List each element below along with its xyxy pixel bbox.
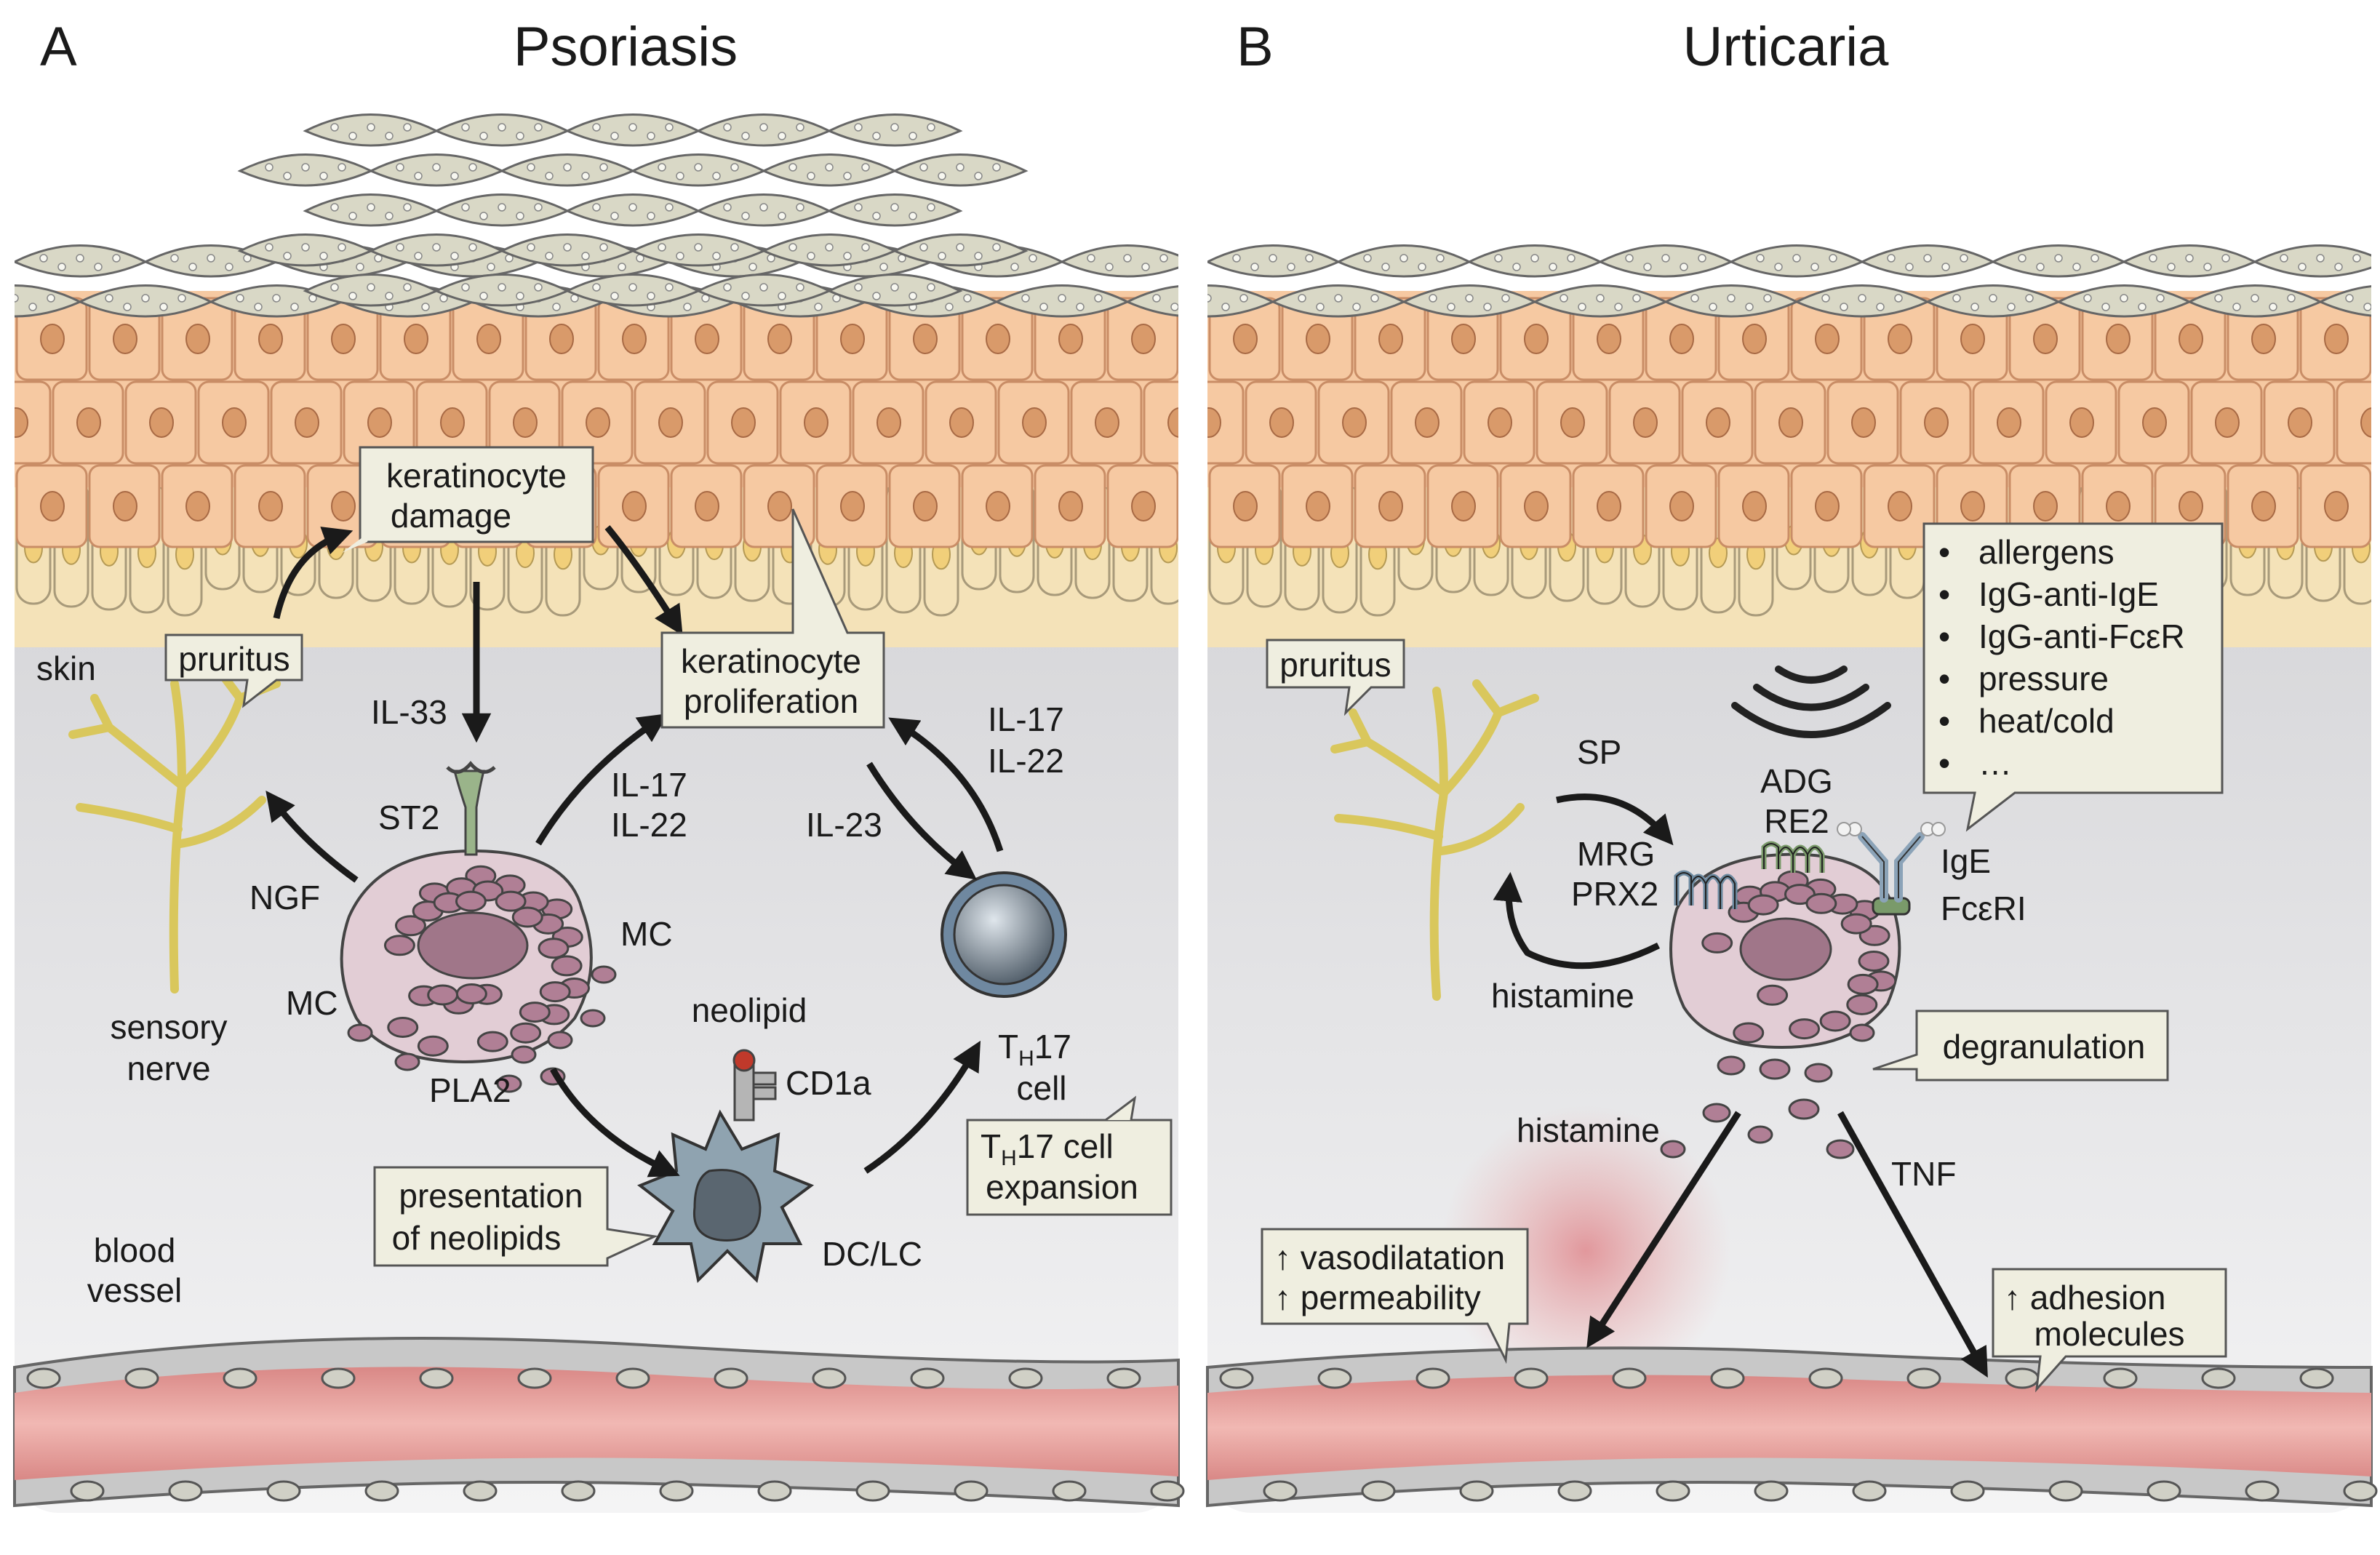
label-fceri: FcεRI [1941,890,2026,927]
label-blood: blood [94,1231,176,1269]
svg-text:↑ adhesion: ↑ adhesion [2004,1279,2166,1316]
svg-text:pruritus: pruritus [1279,646,1391,684]
label-il22-a: IL-22 [611,806,687,844]
svg-text:molecules: molecules [2034,1315,2184,1353]
label-sp: SP [1577,733,1621,771]
label-histamine: histamine [1517,1111,1660,1149]
label-mrg: MRG [1577,835,1655,873]
label-histamine-left: histamine [1491,977,1634,1015]
panel-a-letter: A [40,16,77,78]
label-il23: IL-23 [806,806,882,844]
svg-text:keratinocyte: keratinocyte [681,642,861,680]
label-mc-left: MC [286,984,338,1022]
label-neolipid: neolipid [692,991,807,1029]
svg-text:↑ permeability: ↑ permeability [1274,1279,1481,1316]
th17-cell-a [941,871,1067,998]
svg-text:presentation: presentation [399,1177,583,1215]
label-il22-b: IL-22 [988,742,1064,780]
label-cd1a: CD1a [786,1064,871,1102]
panel-b-letter: B [1237,16,1274,78]
stimulus-waves [1731,665,1891,738]
trigger-bullet: • [1938,575,1950,613]
label-il17-a: IL-17 [611,766,687,804]
svg-text:pruritus: pruritus [178,640,289,678]
panel-a-title: Psoriasis [514,16,738,78]
label-pla2: PLA2 [429,1071,511,1109]
blood-vessel-a [13,1337,1185,1508]
label-th17: TH17 [998,1028,1071,1071]
arrows-b [1493,794,1988,1378]
callout-keratinocyte-damage: keratinocyte damage [342,446,594,553]
thick-stratum-corneum [237,113,1029,307]
label-sensory: sensory [110,1008,227,1046]
spinous-cells [15,297,1178,548]
trigger-item: pressure [1978,660,2109,697]
callout-presentation-neolipids: presentation of neolipids [373,1166,659,1267]
label-st2: ST2 [378,799,439,836]
label-ngf: NGF [249,879,320,916]
label-vessel: vessel [87,1271,182,1309]
label-il33: IL-33 [371,693,447,731]
label-prx2: PRX2 [1571,875,1658,913]
mast-cell-b [1660,822,1946,1159]
arrows-a [265,525,1004,1178]
panel-b-title: Urticaria [1683,16,1890,78]
svg-text:degranulation: degranulation [1943,1028,2146,1066]
label-re2: RE2 [1764,802,1829,840]
callout-pruritus-b: pruritus [1266,639,1405,716]
svg-text:expansion: expansion [986,1168,1138,1206]
panel-a-tissue [15,244,1178,1513]
callout-keratinocyte-proliferation: keratinocyte proliferation [660,508,885,729]
trigger-bullet: • [1938,660,1950,697]
callout-th17-expansion: TH17 cell expansion [966,1095,1173,1216]
label-dc-lc: DC/LC [822,1235,922,1273]
label-mc-right: MC [620,915,673,953]
trigger-bullet: • [1938,533,1950,571]
sensory-nerve-b [1330,679,1539,1001]
trigger-item: allergens [1978,533,2115,571]
label-cell: cell [1016,1069,1066,1107]
dendritic-cell-a [637,1049,815,1284]
label-nerve: nerve [127,1050,210,1087]
callout-triggers: • allergens • IgG-anti-IgE • IgG-anti-FcεR • pr… [1922,522,2224,832]
callout-vasodilatation: ↑ vasodilatation ↑ permeability [1261,1228,1529,1364]
trigger-item: IgG-anti-IgE [1978,575,2159,613]
label-adg: ADG [1760,762,1833,800]
label-skin: skin [36,649,96,687]
trigger-bullet: • [1938,617,1950,655]
trigger-item: heat/cold [1978,702,2115,740]
svg-text:keratinocyte: keratinocyte [386,457,567,495]
svg-text:TH17 cell: TH17 cell [981,1127,1114,1170]
panel-b: B Urticaria [1206,16,2378,1513]
svg-text:of neolipids: of neolipids [392,1219,562,1257]
callout-adhesion-molecules: ↑ adhesion molecules [1992,1268,2227,1393]
svg-text:↑ vasodilatation: ↑ vasodilatation [1274,1239,1505,1276]
label-ige: IgE [1941,842,1991,880]
svg-text:damage: damage [391,497,511,535]
panel-a: A Psoriasis [13,16,1185,1513]
trigger-bullet: • [1938,744,1950,782]
blood-vessel-b [1206,1346,2378,1508]
callout-degranulation: degranulation [1872,1010,2169,1082]
trigger-item: IgG-anti-FcεR [1978,617,2185,655]
trigger-bullet: • [1938,702,1950,740]
callout-pruritus-a: pruritus [164,633,303,708]
svg-text:proliferation: proliferation [684,682,858,720]
trigger-item: … [1978,744,2012,782]
label-tnf: TNF [1891,1155,1956,1193]
mast-cell-a [340,761,617,1093]
label-il17-b: IL-17 [988,700,1064,738]
sensory-nerve-a [68,665,281,994]
